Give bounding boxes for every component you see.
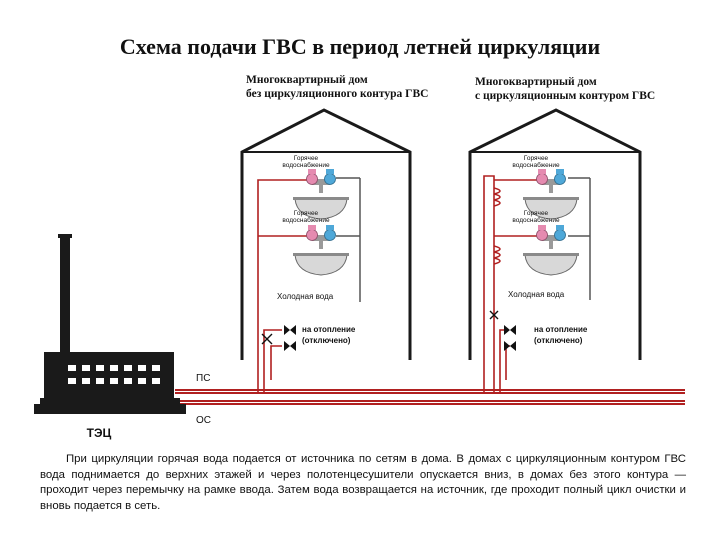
right-house-caption-line1: Многоквартирный дом: [475, 76, 597, 88]
right-circulation-valve-icon: [489, 310, 499, 320]
right-house-caption-line2: с циркуляционным контуром ГВС: [475, 90, 656, 102]
left-upper-hot-label-1: Горячее: [294, 155, 319, 162]
left-upper-hot-label-2: водоснабжение: [282, 161, 330, 169]
left-heating-valve-icon: [284, 325, 296, 335]
towel-dryer-upper-icon: [493, 187, 501, 207]
left-house: Горячее водоснабжение Горячее водоснабже…: [240, 108, 412, 392]
right-lower-hot-label-2: водоснабжение: [512, 216, 560, 224]
right-upper-hot-label-1: Горячее: [524, 155, 549, 162]
left-heating-label-1: на отопление: [302, 325, 356, 334]
supply-pipe-label: ПС: [196, 373, 210, 384]
right-upper-hot-label-2: водоснабжение: [512, 161, 560, 169]
right-heating-label-2: (отключено): [534, 336, 583, 345]
left-heating-valve-icon: [284, 341, 296, 351]
supply-pipe: [175, 389, 685, 394]
left-house-caption-line2: без циркуляционного контура ГВС: [246, 88, 429, 100]
left-house-caption-line1: Многоквартирный дом: [246, 74, 368, 86]
description-text: При циркуляции горячая вода подается от …: [40, 453, 686, 512]
left-heating-label-2: (отключено): [302, 336, 351, 345]
left-lower-hot-label-1: Горячее: [294, 210, 319, 217]
left-lower-tap-icon: [292, 224, 350, 276]
page-title: Схема подачи ГВС в период летней циркуля…: [119, 34, 601, 59]
left-hot-riser: [257, 179, 308, 392]
right-house: Горячее водоснабжение Горячее водоснабже…: [468, 108, 642, 392]
towel-dryer-lower-icon: [493, 245, 501, 265]
plant-label: ТЭЦ: [87, 426, 112, 440]
right-house-caption: Многоквартирный дом с циркуляционным кон…: [475, 75, 655, 103]
left-jumper-valve-icon: [261, 333, 273, 345]
left-house-caption: Многоквартирный дом без циркуляционного …: [246, 73, 428, 101]
return-pipe-label: ОС: [196, 415, 211, 426]
right-lower-hot-label-1: Горячее: [524, 210, 549, 217]
right-cold-water-label: Холодная вода: [508, 290, 565, 299]
power-plant-icon: [34, 234, 186, 414]
right-heating-valve-icon: [504, 341, 516, 351]
return-pipe: [175, 400, 685, 405]
left-lower-hot-label-2: водоснабжение: [282, 216, 330, 224]
left-cold-water-label: Холодная вода: [277, 292, 334, 301]
right-heating-label-1: на отопление: [534, 325, 588, 334]
right-lower-tap-icon: [522, 224, 580, 276]
right-heating-valve-icon: [504, 325, 516, 335]
